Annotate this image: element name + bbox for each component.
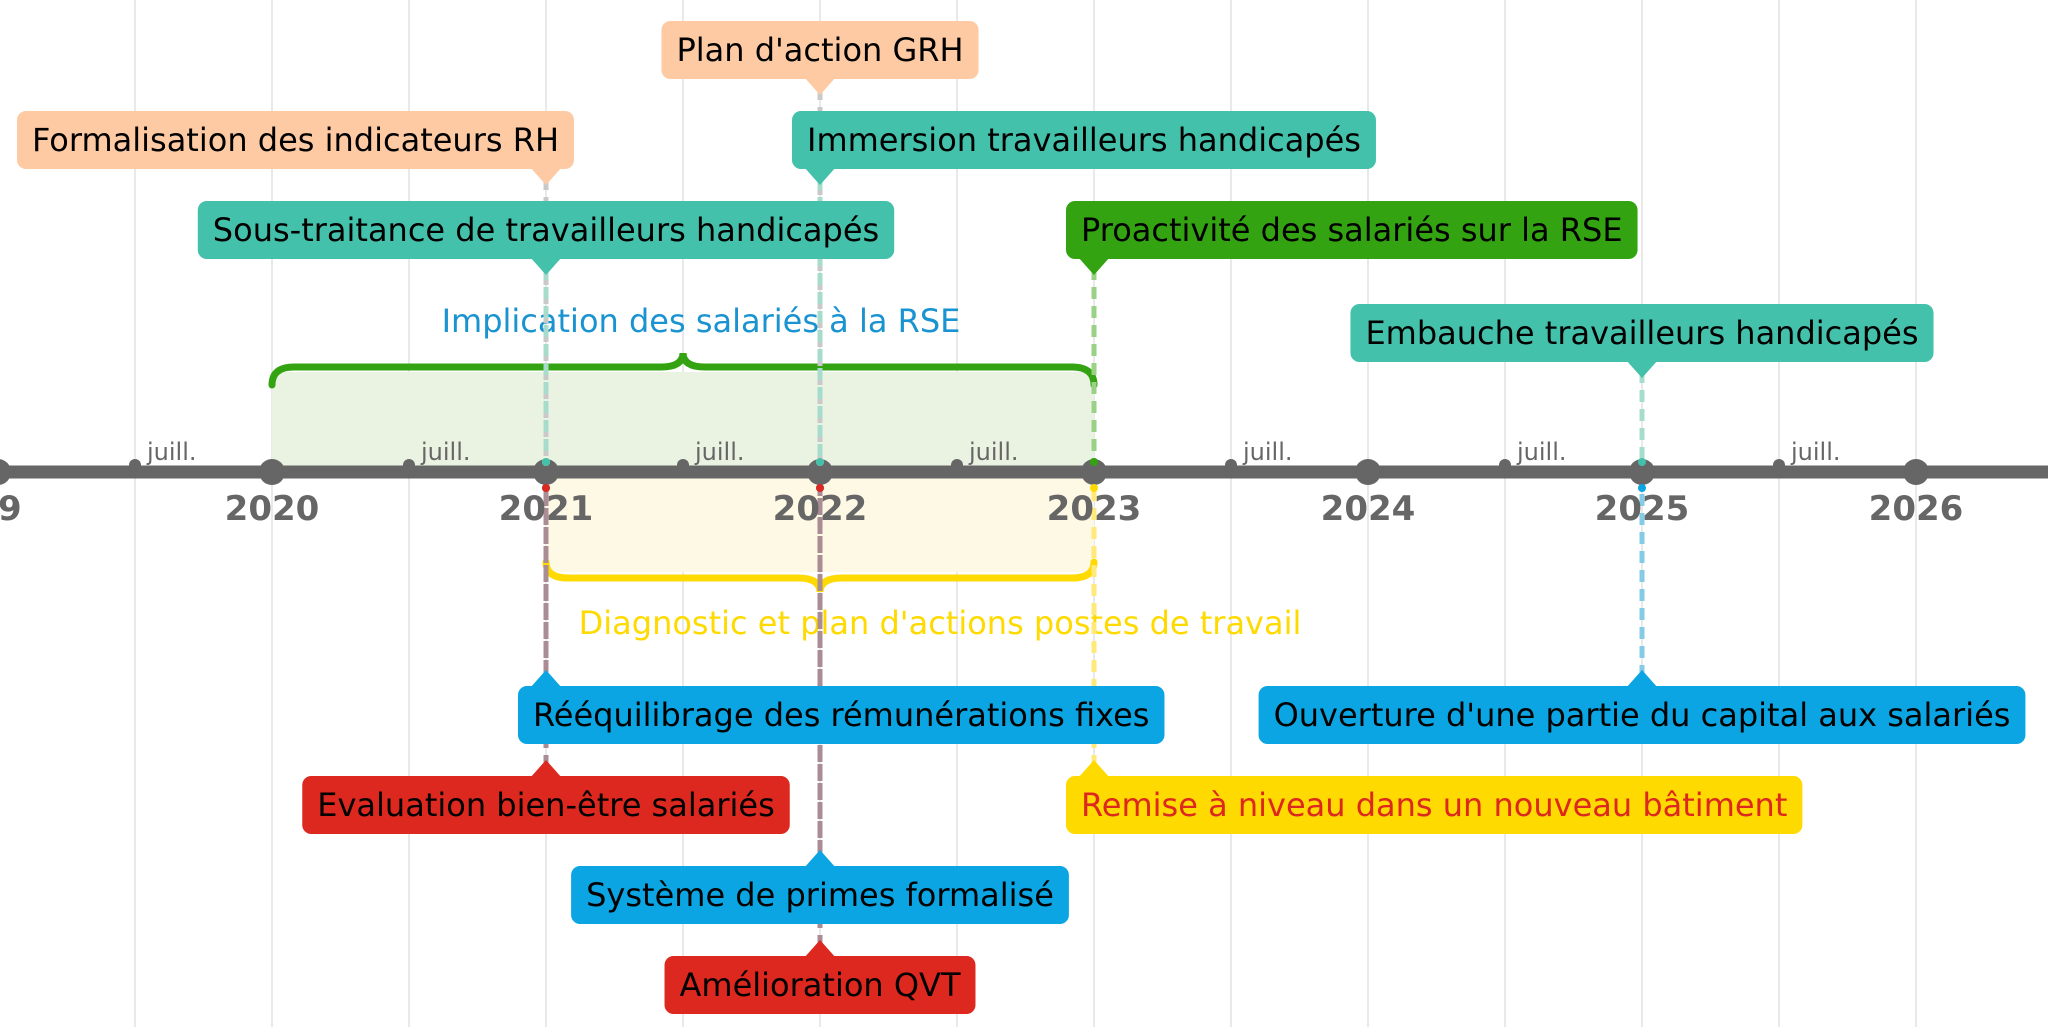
event-label: Ouverture d'une partie du capital aux sa… [1274,696,2011,734]
event-marker: Amélioration QVT [664,940,976,1014]
half-year-label: juill. [1790,438,1841,466]
half-year-marker [1499,459,1511,471]
event-marker: Remise à niveau dans un nouveau bâtiment [1066,760,1803,834]
year-tick-label: 2022 [773,489,868,529]
event-pointer [804,77,836,95]
half-year-marker [951,459,963,471]
event-dot [816,458,824,466]
half-year-label: juill. [694,438,745,466]
event-label: Immersion travailleurs handicapés [807,121,1361,159]
period-brace [542,558,1098,593]
event-label: Remise à niveau dans un nouveau bâtiment [1081,786,1787,824]
event-marker: Embauche travailleurs handicapés [1350,304,1934,378]
half-year-label: juill. [1242,438,1293,466]
half-year-label: juill. [1516,438,1567,466]
period-band [272,372,1094,472]
half-year-label: juill. [146,438,197,466]
event-label: Embauche travailleurs handicapés [1365,314,1918,352]
event-pointer [804,167,836,185]
half-year-marker [403,459,415,471]
event-dot [1090,458,1098,466]
period-above: Implication des salariés à la RSE [268,302,1098,472]
event-marker: Ouverture d'une partie du capital aux sa… [1258,670,2026,744]
event-label: Plan d'action GRH [676,31,963,69]
year-marker [807,459,833,485]
event-label: Formalisation des indicateurs RH [32,121,559,159]
event-label: Evaluation bien-être salariés [317,786,774,824]
half-year-marker [1225,459,1237,471]
event-box [518,686,1165,744]
event-box [197,201,895,259]
event-box [571,866,1069,924]
period-label: Diagnostic et plan d'actions postes de t… [579,604,1302,642]
event-pointer [804,850,836,868]
event-marker: Plan d'action GRH [661,21,979,95]
event-pointer [1078,257,1110,275]
event-box [1066,776,1803,834]
event-marker: Système de primes formalisé [571,850,1069,924]
event-pointer [1626,360,1658,378]
period-below: Diagnostic et plan d'actions postes de t… [542,472,1302,642]
half-year-marker [129,459,141,471]
year-marker [533,459,559,485]
year-tick-label: 2020 [225,489,320,529]
event-marker: Rééquilibrage des rémunérations fixes [518,670,1165,744]
half-year-label: juill. [968,438,1019,466]
year-tick-label: 2024 [1321,489,1416,529]
event-dot [542,484,550,492]
event-dot [1090,484,1098,492]
year-tick-label: 2025 [1595,489,1690,529]
event-pointer [1078,760,1110,778]
event-box [1350,304,1934,362]
year-tick-label: 2023 [1047,489,1142,529]
event-dot [1638,484,1646,492]
event-box [1258,686,2026,744]
year-marker [1081,459,1107,485]
events-layer: Plan d'action GRH Formalisation des indic… [17,21,2026,1014]
half-year-label: juill. [420,438,471,466]
event-pointer [530,257,562,275]
event-marker: Immersion travailleurs handicapés [792,111,1376,185]
event-pointer [530,670,562,688]
period-label: Implication des salariés à la RSE [442,302,961,340]
year-marker [1629,459,1655,485]
year-tick-label: 2021 [499,489,594,529]
event-pointer [530,760,562,778]
event-label: Proactivité des salariés sur la RSE [1081,211,1623,249]
event-dot [1638,458,1646,466]
event-pointer [1626,670,1658,688]
event-pointer [804,940,836,958]
year-marker [259,459,285,485]
half-year-marker [677,459,689,471]
event-dot [816,484,824,492]
event-dot [542,458,550,466]
event-box [664,956,976,1014]
event-marker: Formalisation des indicateurs RH [17,111,574,185]
year-marker [0,459,11,485]
event-label: Sous-traitance de travailleurs handicapé… [213,211,879,249]
year-tick-label: 2026 [1869,489,1964,529]
event-box [661,21,979,79]
event-label: Système de primes formalisé [586,876,1054,914]
axis-layer: 19 2020 2021 2022 2023 2024 2025 2026 juill. juil… [0,438,2048,529]
event-marker: Evaluation bien-être salariés [302,760,790,834]
event-pointer [530,167,562,185]
event-marker: Sous-traitance de travailleurs handicapé… [197,201,895,275]
year-marker [1355,459,1381,485]
year-marker [1903,459,1929,485]
event-box [17,111,574,169]
year-tick-label: 19 [0,489,22,529]
half-year-marker [1773,459,1785,471]
event-label: Amélioration QVT [680,966,961,1004]
event-box [1066,201,1638,259]
period-brace [268,352,1098,389]
event-box [302,776,790,834]
event-marker: Proactivité des salariés sur la RSE [1066,201,1638,275]
event-box [792,111,1376,169]
event-label: Rééquilibrage des rémunérations fixes [533,696,1149,734]
